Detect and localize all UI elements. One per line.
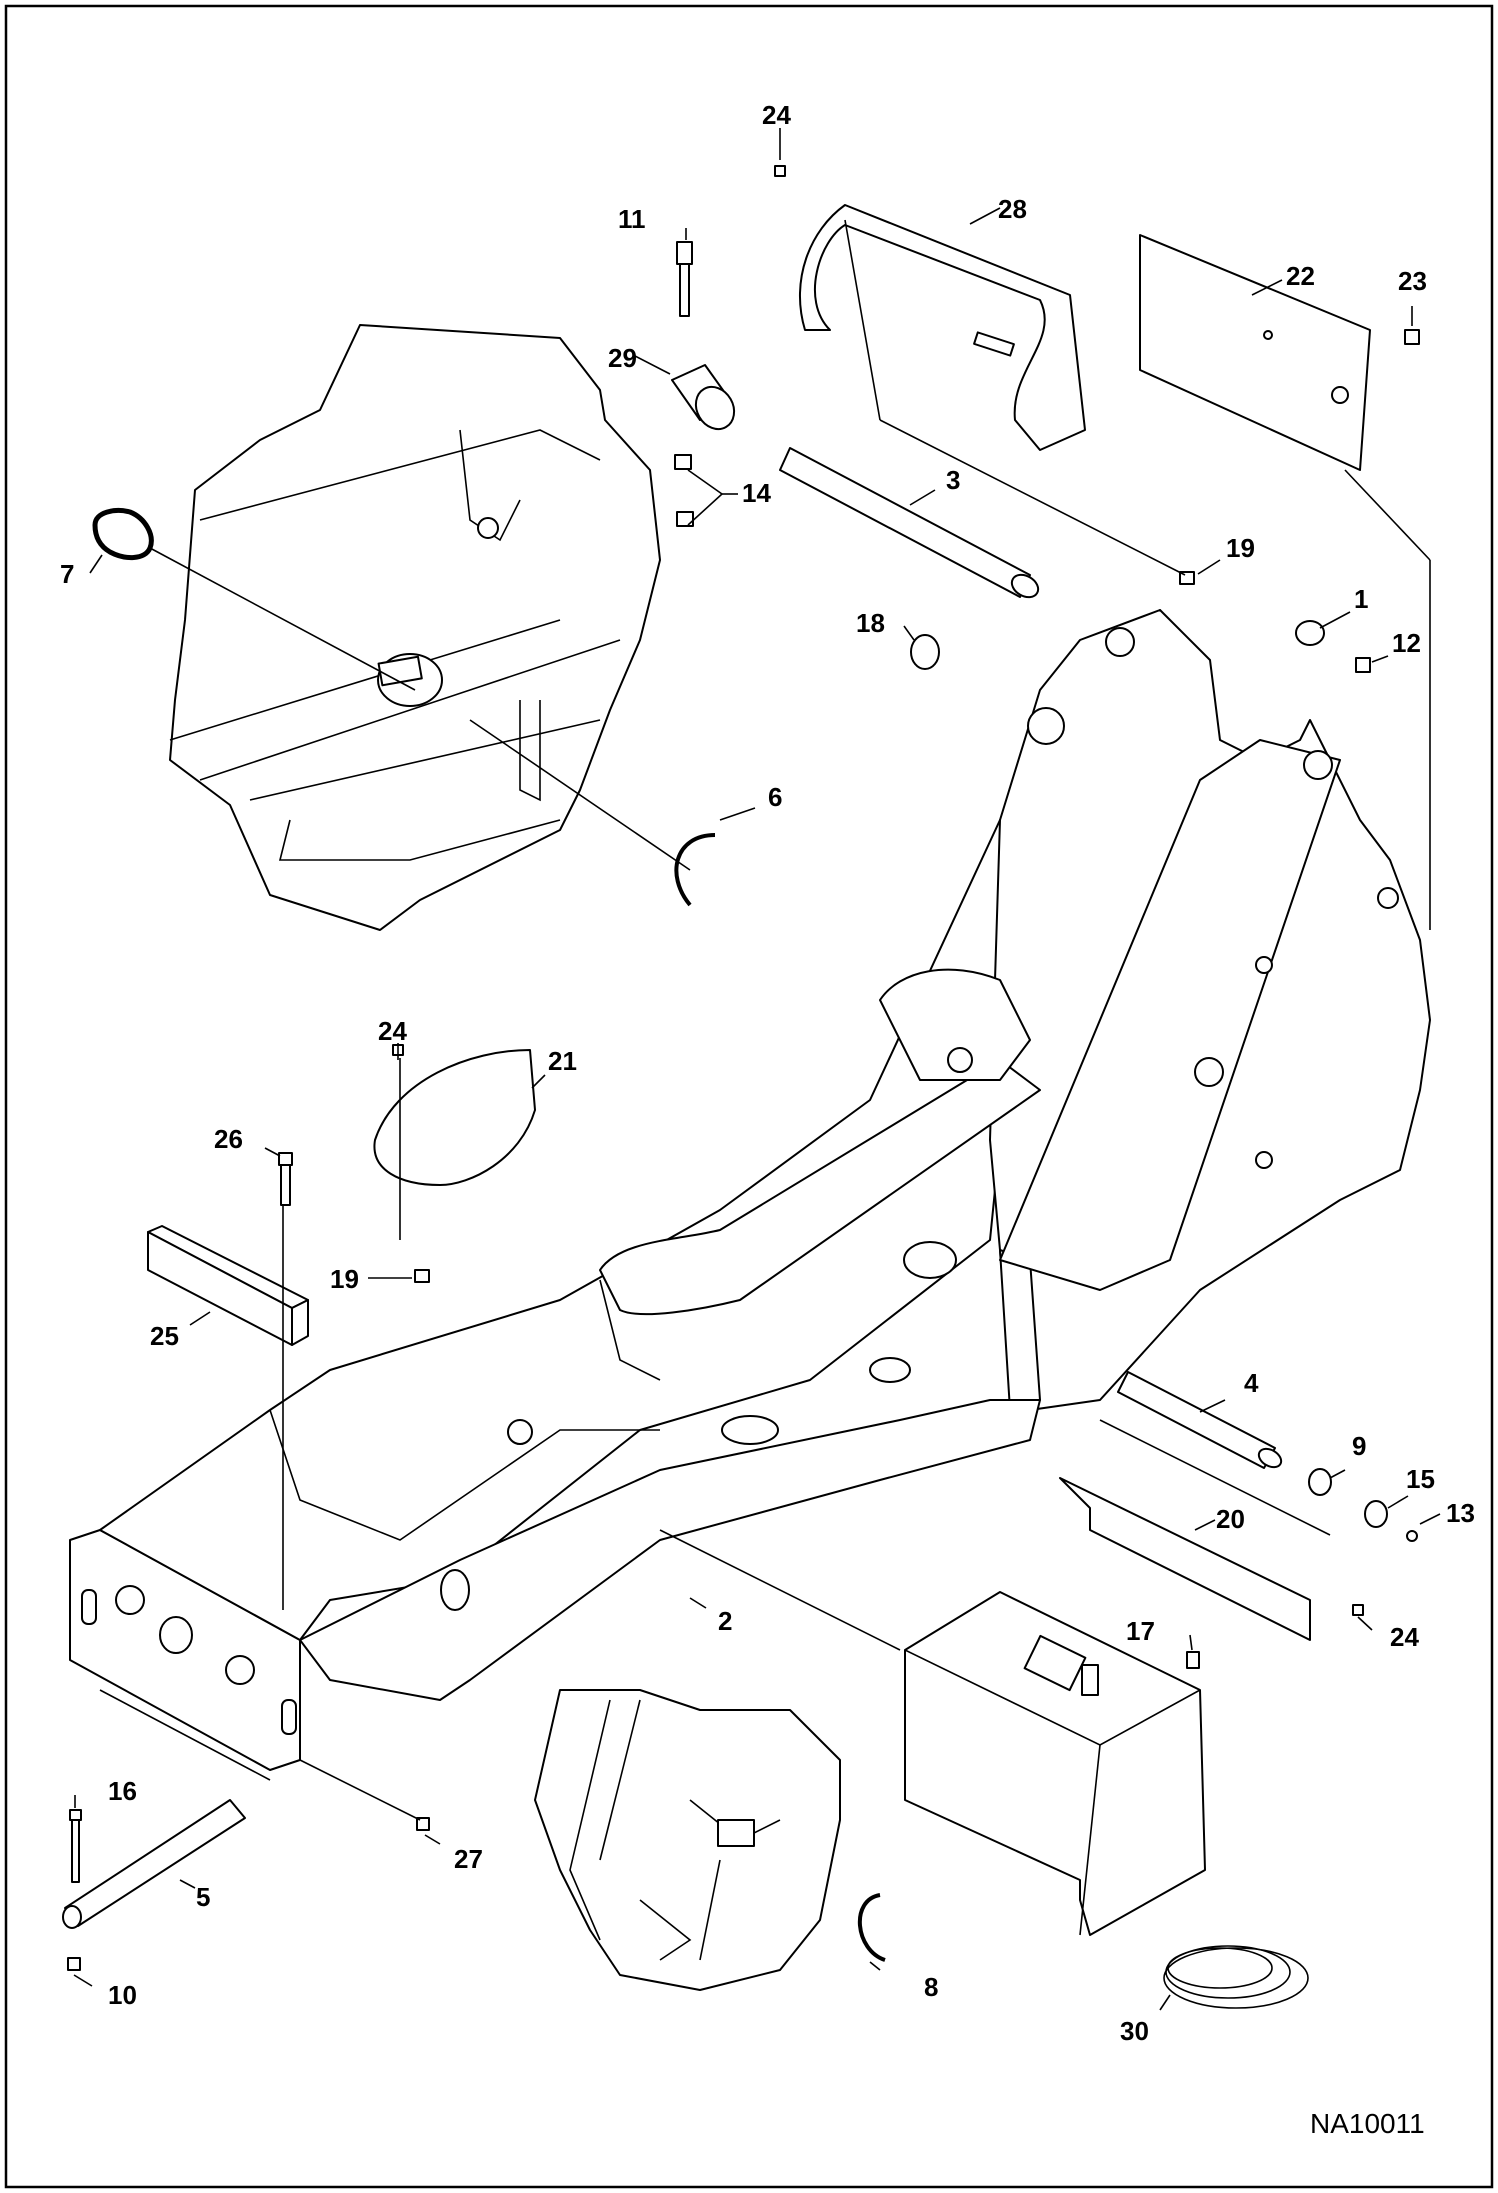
drawing-border (4, 4, 1494, 2189)
callout-15: 15 (1406, 1464, 1435, 1494)
leader-lines (73, 128, 1441, 2011)
callout-18: 18 (856, 608, 885, 638)
callout-21: 21 (548, 1046, 577, 1076)
part-22-plate (1139, 234, 1371, 471)
part-21-cover (373, 1049, 536, 1186)
part-24a-screw (774, 165, 786, 177)
part-25-block (147, 1225, 309, 1346)
drawing-number: NA10011 (1310, 2108, 1425, 2139)
part-6-ring (674, 833, 716, 907)
detail-inset-upper (169, 324, 661, 931)
callout-7: 7 (60, 559, 74, 589)
part-30-hose (1163, 1945, 1309, 2009)
callout-4: 4 (1244, 1368, 1259, 1398)
callout-9: 9 (1352, 1431, 1366, 1461)
part-18-ring (910, 634, 940, 670)
part-14-nut-b (676, 511, 694, 527)
callout-26: 26 (214, 1124, 243, 1154)
part-4-pin (1117, 1371, 1283, 1469)
part-10-nut (67, 1957, 81, 1971)
callout-30: 30 (1120, 2016, 1149, 2046)
part-8-ring (857, 1893, 886, 1962)
callout-22: 22 (1286, 261, 1315, 291)
main-frame (69, 609, 1431, 1771)
callout-29: 29 (608, 343, 637, 373)
part-1-washer (1295, 620, 1325, 646)
callout-17: 17 (1126, 1616, 1155, 1646)
part-16-bolt (69, 1809, 82, 1883)
callout-24a: 24 (762, 100, 791, 130)
part-15-ring (1364, 1500, 1388, 1528)
callout-2: 2 (718, 1606, 732, 1636)
part-14-nut-a (674, 454, 692, 470)
callout-20: 20 (1216, 1504, 1245, 1534)
part-13-plug (1406, 1530, 1418, 1542)
detail-inset-lower (534, 1689, 841, 1991)
callout-8: 8 (924, 1972, 938, 2002)
part-7-seal (92, 508, 154, 560)
part-5-pin (62, 1799, 246, 1929)
callout-25: 25 (150, 1321, 179, 1351)
part-20-guard (1059, 1477, 1311, 1641)
callout-19a: 19 (1226, 533, 1255, 563)
callout-13: 13 (1446, 1498, 1475, 1528)
callout-19b: 19 (330, 1264, 359, 1294)
part-17-fitting (1186, 1651, 1200, 1669)
callout-6: 6 (768, 782, 782, 812)
callout-28: 28 (998, 194, 1027, 224)
part-11-bolt (676, 241, 693, 317)
callout-3: 3 (946, 465, 960, 495)
part-27-nut (416, 1817, 430, 1831)
callout-12: 12 (1392, 628, 1421, 658)
callout-labels: 24 11 28 22 23 29 14 3 19 1 12 18 7 6 24… (60, 100, 1475, 2046)
callout-24b: 24 (378, 1016, 407, 1046)
part-19b-nut (414, 1269, 430, 1283)
part-3-pin (779, 447, 1040, 599)
part-9-washer (1308, 1468, 1332, 1496)
part-12-bolt (1355, 657, 1371, 673)
part-26-bolt (278, 1152, 293, 1206)
callout-10: 10 (108, 1980, 137, 2010)
part-24c-screw (1352, 1604, 1364, 1616)
callout-14: 14 (742, 478, 771, 508)
part-29-bushing (671, 364, 736, 431)
callout-16: 16 (108, 1776, 137, 1806)
part-23-nut (1404, 329, 1420, 345)
callout-23: 23 (1398, 266, 1427, 296)
fuel-tank (904, 1591, 1206, 1936)
callout-1: 1 (1354, 584, 1368, 614)
callout-11: 11 (618, 204, 646, 234)
callout-5: 5 (196, 1882, 210, 1912)
callout-27: 27 (454, 1844, 483, 1874)
part-28-shield (798, 204, 1086, 451)
callout-24c: 24 (1390, 1622, 1419, 1652)
